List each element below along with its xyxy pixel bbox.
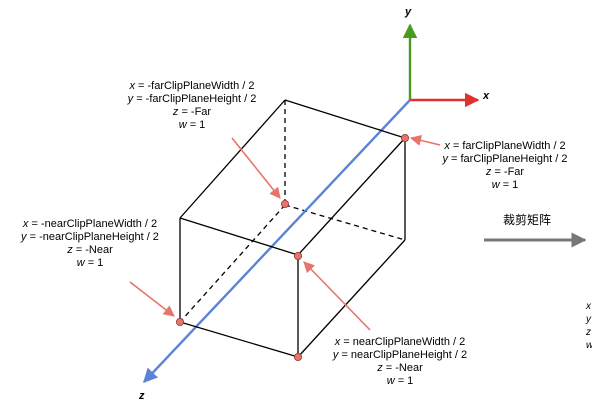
- clip-matrix-label: 裁剪矩阵: [503, 213, 552, 227]
- label-near-bottom-left: x = -nearClipPlaneWidth / 2 y = -nearCli…: [21, 218, 159, 269]
- z-axis-line: [143, 99, 411, 384]
- edge-bottom-right: [297, 239, 406, 358]
- x-axis-label: x: [483, 90, 490, 102]
- marker-near-bottom-right: [293, 251, 302, 260]
- label-far-top-right: x = farClipPlaneWidth / 2 y = farClipPla…: [442, 140, 568, 191]
- edge-back-top: [284, 99, 406, 139]
- pointer-far-top-left: [231, 137, 281, 199]
- marker-far-top-right: [400, 133, 409, 142]
- pointer-near-bottom-right: [303, 261, 371, 331]
- pointer-arrows: [129, 134, 441, 331]
- corner-markers: [175, 133, 409, 361]
- edge-front-top: [179, 217, 299, 256]
- edge-front-bottom: [179, 321, 299, 358]
- edge-top-right: [297, 137, 406, 256]
- y-axis-label: y: [405, 6, 412, 18]
- z-axis-label: z: [139, 390, 145, 402]
- hidden-edges: [179, 100, 406, 323]
- label-near-bottom-right: x = nearClipPlaneWidth / 2 y = nearClipP…: [332, 336, 468, 387]
- hidden-edge-horizontal: [284, 204, 406, 241]
- visible-edges: [179, 99, 406, 358]
- marker-near-front-bottom: [293, 352, 302, 361]
- edge-top-left: [179, 99, 286, 219]
- marker-far-top-left: [280, 199, 289, 208]
- label-far-top-left: x = -farClipPlaneWidth / 2 y = -farClipP…: [127, 80, 257, 131]
- cut-off-labels: x y z w: [586, 301, 592, 351]
- marker-near-bottom-left: [175, 317, 184, 326]
- pointer-far-top-right: [409, 134, 441, 146]
- pointer-near-bottom-left: [129, 281, 175, 317]
